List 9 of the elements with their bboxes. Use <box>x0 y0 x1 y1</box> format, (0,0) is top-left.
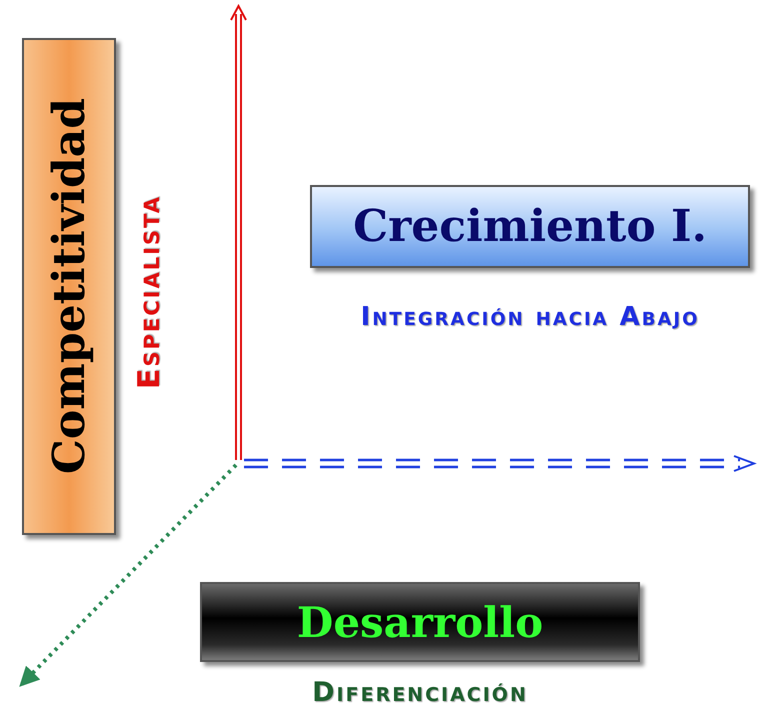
axis-caption: Diferenciación <box>312 676 528 709</box>
box-title: Desarrollo <box>296 598 544 646</box>
box-title: Crecimiento I. <box>353 201 707 252</box>
axis-caption: Especialista <box>131 195 168 390</box>
process-box <box>200 582 640 662</box>
box-title: Competitividad <box>44 98 94 475</box>
process-box <box>22 38 116 535</box>
process-box <box>310 185 750 268</box>
axis-caption: Integración hacia Abajo <box>360 301 700 334</box>
